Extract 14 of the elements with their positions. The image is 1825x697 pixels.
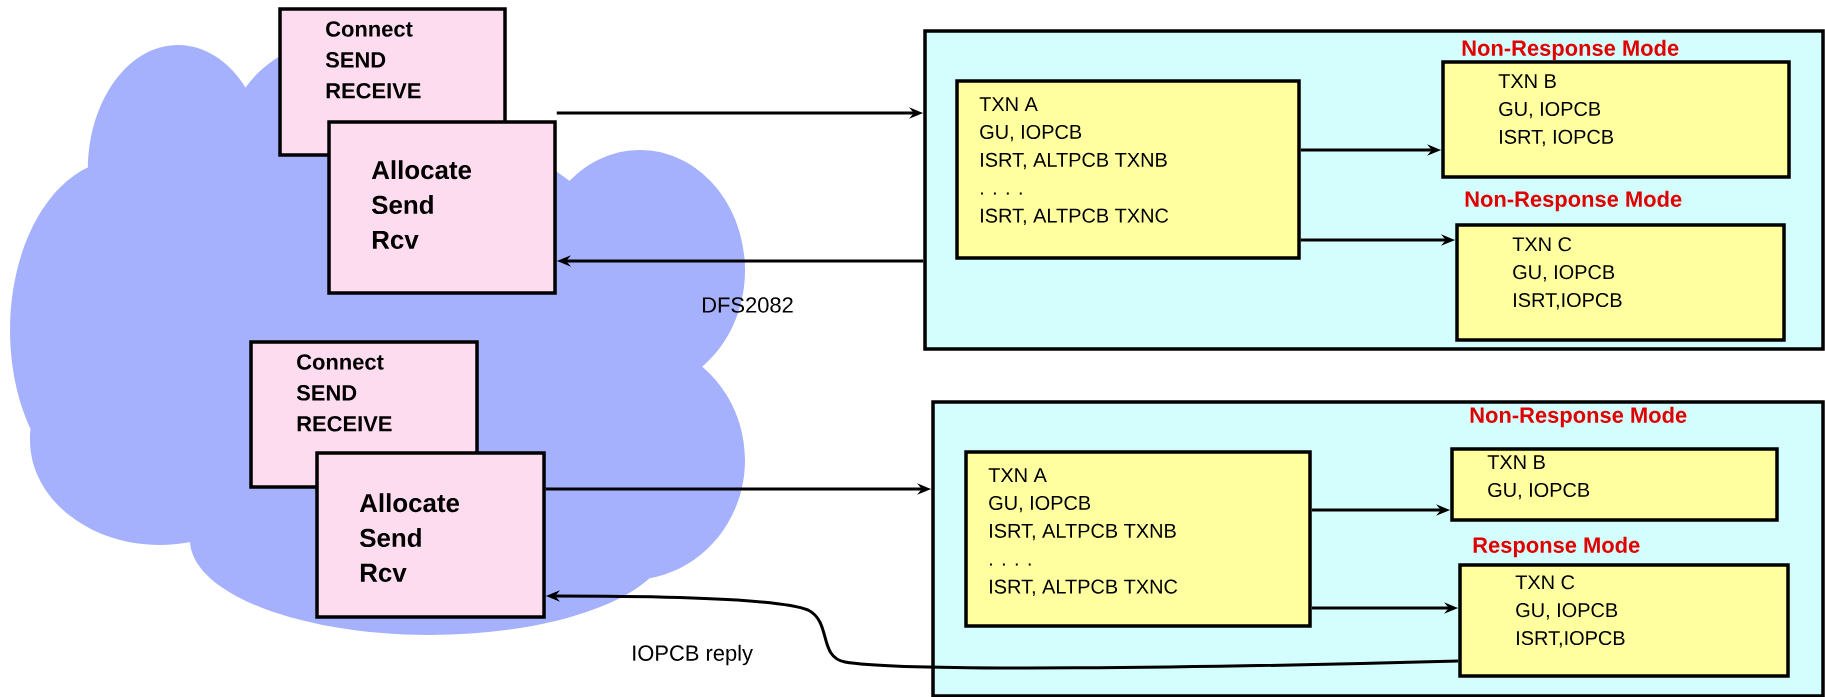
mode-heading: Non-Response Mode (1470, 406, 1687, 428)
edge-label: DFS2082 (703, 297, 793, 313)
command-box: Allocate Send Rcv (315, 451, 546, 619)
transaction-box: TXN C GU, IOPCB ISRT,IOPCB (1458, 563, 1790, 678)
mode-heading: Non-Response Mode (1462, 39, 1679, 61)
transaction-box: TXN B GU, IOPCB (1450, 447, 1779, 522)
command-box: Allocate Send Rcv (327, 120, 557, 295)
transaction-box: TXN A GU, IOPCB ISRT, ALTPCB TXNB . . . . ISRT, ALTPCB TXNC (955, 79, 1301, 260)
edge-label: IOPCB reply (633, 644, 753, 666)
transaction-box: TXN B GU, IOPCB ISRT, IOPCB (1441, 60, 1791, 179)
mode-heading: Non-Response Mode (1465, 190, 1682, 212)
transaction-box: TXN C GU, IOPCB ISRT,IOPCB (1455, 223, 1786, 342)
mode-heading: Response Mode (1473, 536, 1640, 558)
transaction-box: TXN A GU, IOPCB ISRT, ALTPCB TXNB . . . . ISRT, ALTPCB TXNC (964, 450, 1312, 628)
